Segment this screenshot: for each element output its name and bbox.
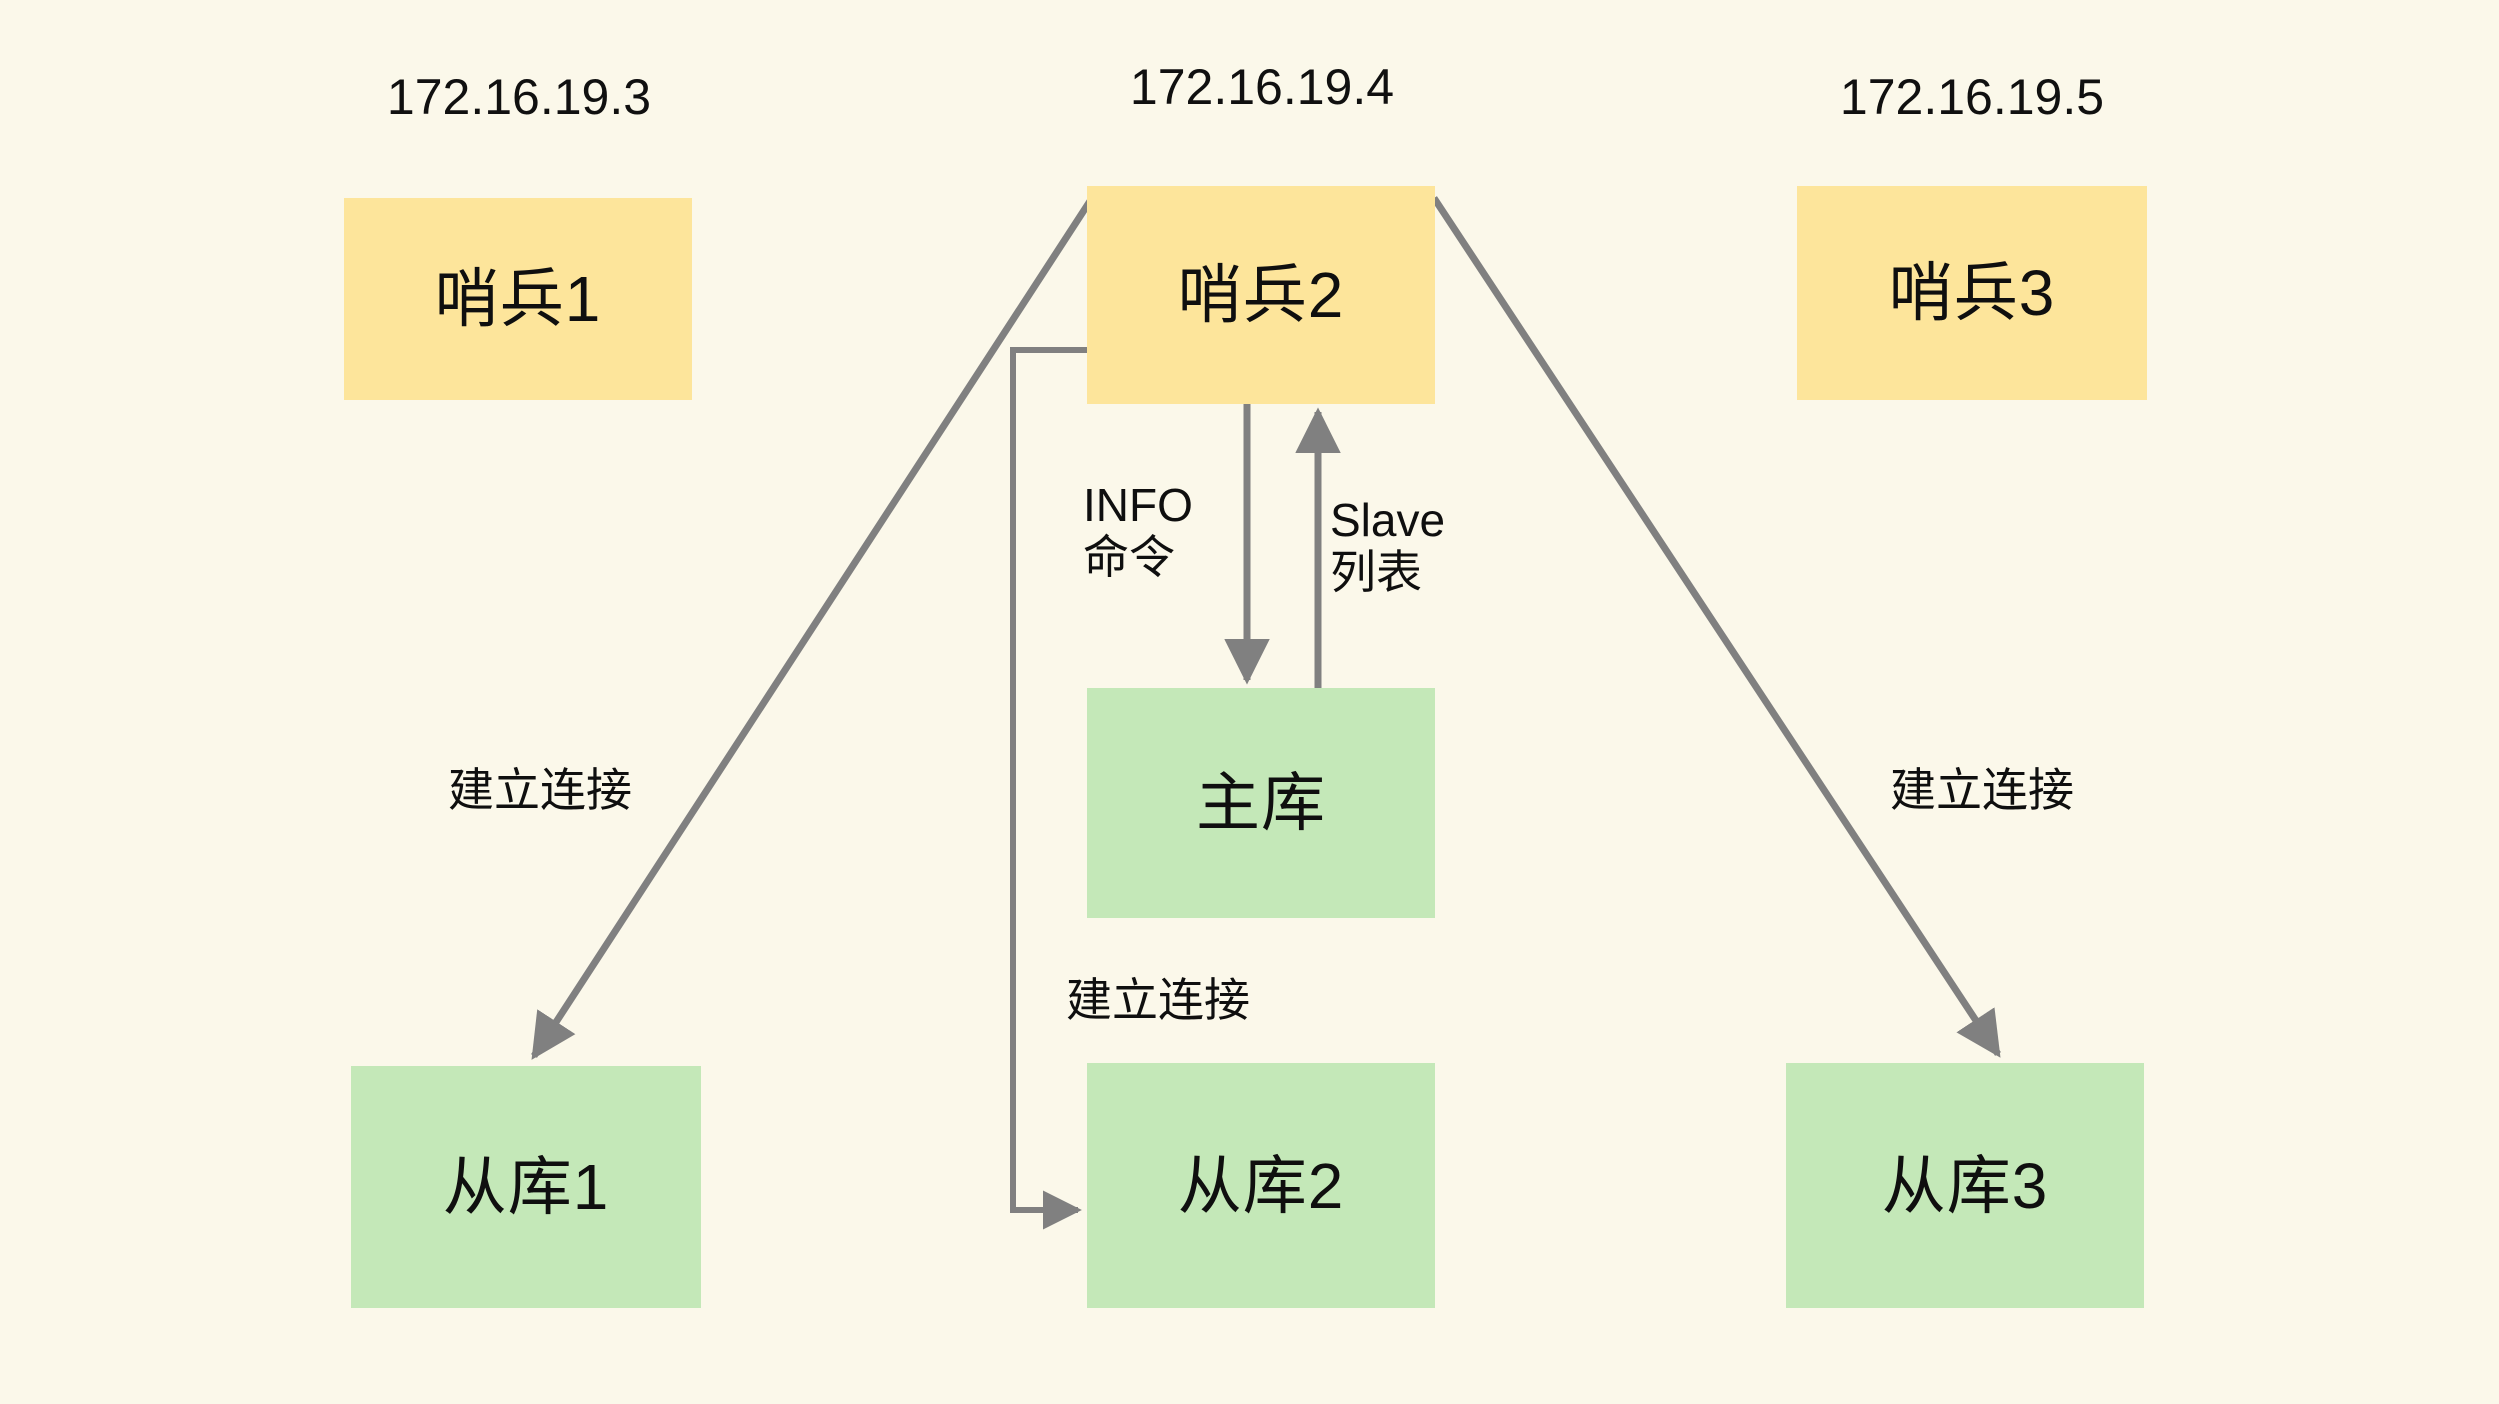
node-sentinel3[interactable]: 哨兵3 bbox=[1797, 186, 2147, 400]
ip-label-sentinel1: 172.16.19.3 bbox=[386, 69, 652, 125]
node-master[interactable]: 主库 bbox=[1087, 688, 1435, 918]
node-replica2[interactable]: 从库2 bbox=[1087, 1063, 1435, 1308]
edge-label-info-command: INFO 命令 bbox=[1083, 479, 1193, 583]
ip-label-sentinel3: 172.16.19.5 bbox=[1839, 69, 2105, 125]
node-sentinel2[interactable]: 哨兵2 bbox=[1087, 186, 1435, 404]
node-replica3[interactable]: 从库3 bbox=[1786, 1063, 2144, 1308]
ip-label-sentinel2: 172.16.19.4 bbox=[1129, 59, 1395, 115]
edge-label-connect-right: 建立连接 bbox=[1890, 764, 2074, 816]
edge-label-connect-middle: 建立连接 bbox=[1066, 974, 1250, 1026]
node-sentinel1[interactable]: 哨兵1 bbox=[344, 198, 692, 400]
edge-label-slave-list: Slave 列表 bbox=[1330, 494, 1446, 598]
node-replica1[interactable]: 从库1 bbox=[351, 1066, 701, 1308]
edge-sentinel2-to-replica2 bbox=[1010, 347, 1087, 1230]
edge-label-connect-left: 建立连接 bbox=[448, 764, 632, 816]
